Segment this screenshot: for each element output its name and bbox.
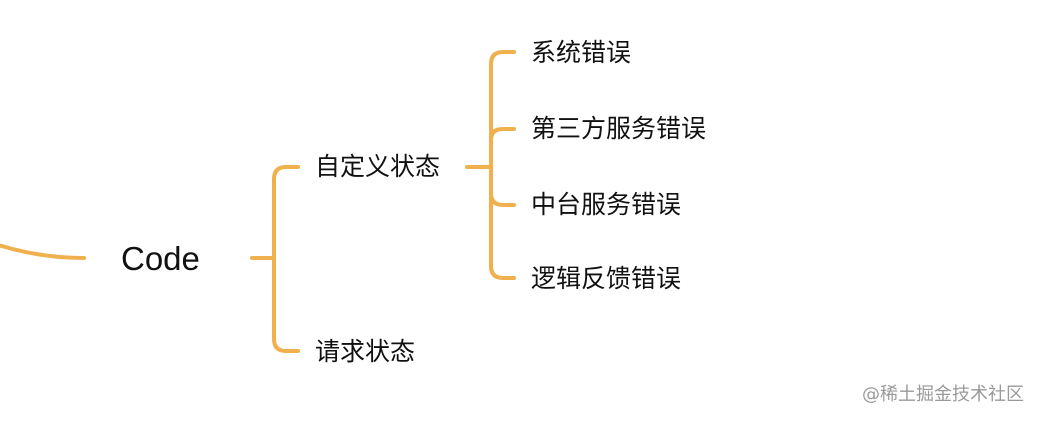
level2-tick-3 xyxy=(491,193,514,205)
leaf-node-third-party-error: 第三方服务错误 xyxy=(531,116,706,141)
watermark: @稀土掘金技术社区 xyxy=(862,386,1024,404)
leaf-node-system-error: 系统错误 xyxy=(531,40,631,65)
level1-bracket xyxy=(274,167,298,351)
level2-bracket xyxy=(491,52,514,278)
level2-tick-2 xyxy=(491,129,514,140)
branch-node-custom-status: 自定义状态 xyxy=(315,154,440,179)
root-incoming-connector xyxy=(0,244,84,258)
leaf-node-logic-feedback-error: 逻辑反馈错误 xyxy=(531,266,681,291)
branch-node-request-status: 请求状态 xyxy=(315,339,415,364)
root-node-code: Code xyxy=(121,242,200,275)
leaf-node-middle-platform-error: 中台服务错误 xyxy=(531,192,681,217)
